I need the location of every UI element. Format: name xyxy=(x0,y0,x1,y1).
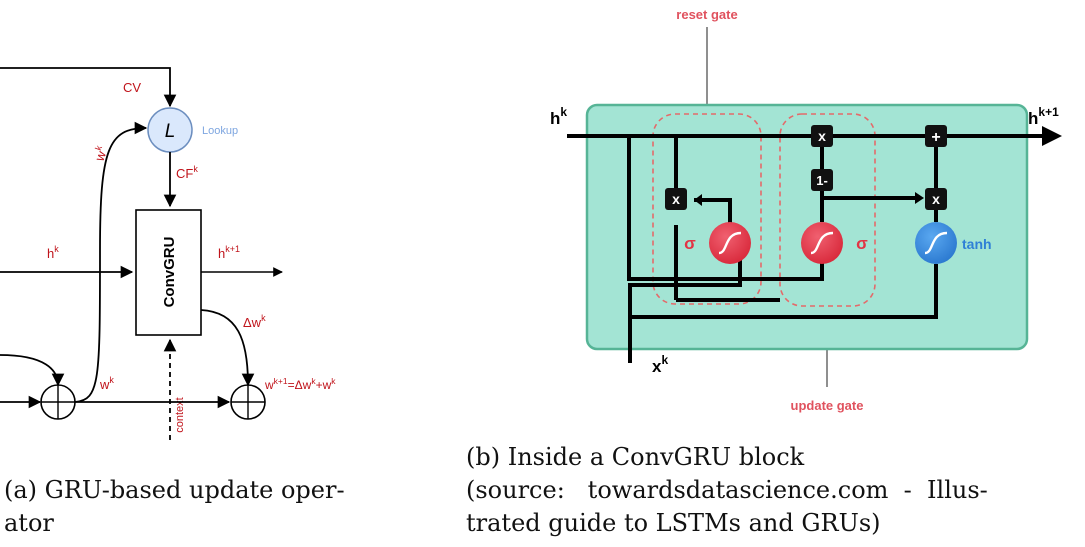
xk-label-right: xk xyxy=(652,353,668,376)
cv-label: CV xyxy=(123,80,141,95)
delta-w-arrow xyxy=(200,309,255,387)
hk-label: hk xyxy=(47,244,59,261)
lookup-label: Lookup xyxy=(202,125,238,137)
caption-b: (b) Inside a ConvGRU block (source: towa… xyxy=(466,441,1076,540)
w-feedback-arrow xyxy=(0,354,65,387)
update-sigma-label: σ xyxy=(856,234,868,253)
add-node-2 xyxy=(230,384,266,420)
delta-w-label: Δwk xyxy=(243,313,266,330)
hk1-label: hk+1 xyxy=(218,244,240,261)
caption-b-line3: trated guide to LSTMs and GRUs) xyxy=(466,509,881,537)
reset-sigmoid-node xyxy=(709,222,751,264)
plus-node: + xyxy=(925,125,947,147)
tanh-node xyxy=(915,222,957,264)
hk1-label-right: hk+1 xyxy=(1028,105,1059,128)
reset-gate-region xyxy=(652,113,762,305)
caption-a-line2: ator xyxy=(4,509,54,537)
svg-text:x: x xyxy=(672,191,680,207)
add-node-1 xyxy=(40,384,76,420)
caption-a: (a) GRU-based update oper- ator xyxy=(4,474,384,540)
svg-text:x: x xyxy=(932,191,940,207)
reset-sigma-label: σ xyxy=(684,234,696,253)
update-sigmoid-node xyxy=(801,222,843,264)
update-gate-region xyxy=(779,113,876,307)
caption-b-line1: (b) Inside a ConvGRU block xyxy=(466,443,805,471)
candidate-multiply-node: x xyxy=(925,188,947,210)
svg-text:+: + xyxy=(931,129,940,146)
gru-update-operator-diagram: CV L Lookup CFk ConvGRU hk hk+1 Δwk cont… xyxy=(0,67,336,440)
wk-to-lookup-arrow xyxy=(74,121,148,403)
one-minus-node: 1- xyxy=(811,169,833,191)
gru-cell-panel xyxy=(585,103,1029,351)
reset-gate-label: reset gate xyxy=(676,7,737,22)
svg-text:x: x xyxy=(818,128,826,144)
convgru-internal-diagram: reset gate update gate hk hk+1 xyxy=(550,7,1062,413)
convgru-box xyxy=(135,209,202,336)
lookup-letter: L xyxy=(165,121,176,142)
context-label: context xyxy=(174,397,186,432)
wk-label: wk xyxy=(99,375,114,392)
caption-b-line2: (source: towardsdatascience.com - Illus- xyxy=(466,476,988,504)
update-multiply-node: x xyxy=(811,125,833,147)
reset-multiply-node: x xyxy=(665,188,687,210)
cv-arrow xyxy=(0,67,177,108)
hk-label-right: hk xyxy=(550,105,567,128)
svg-text:1-: 1- xyxy=(816,173,828,188)
update-equation: wk+1=Δwk+wk xyxy=(264,376,336,392)
internal-wiring xyxy=(627,136,938,363)
tanh-label: tanh xyxy=(962,236,992,252)
wk-diag-label: wk xyxy=(90,144,111,164)
caption-a-line1: (a) GRU-based update oper- xyxy=(4,476,345,504)
update-gate-label: update gate xyxy=(791,398,864,413)
convgru-label: ConvGRU xyxy=(161,237,178,308)
cf-label: CFk xyxy=(176,164,198,181)
